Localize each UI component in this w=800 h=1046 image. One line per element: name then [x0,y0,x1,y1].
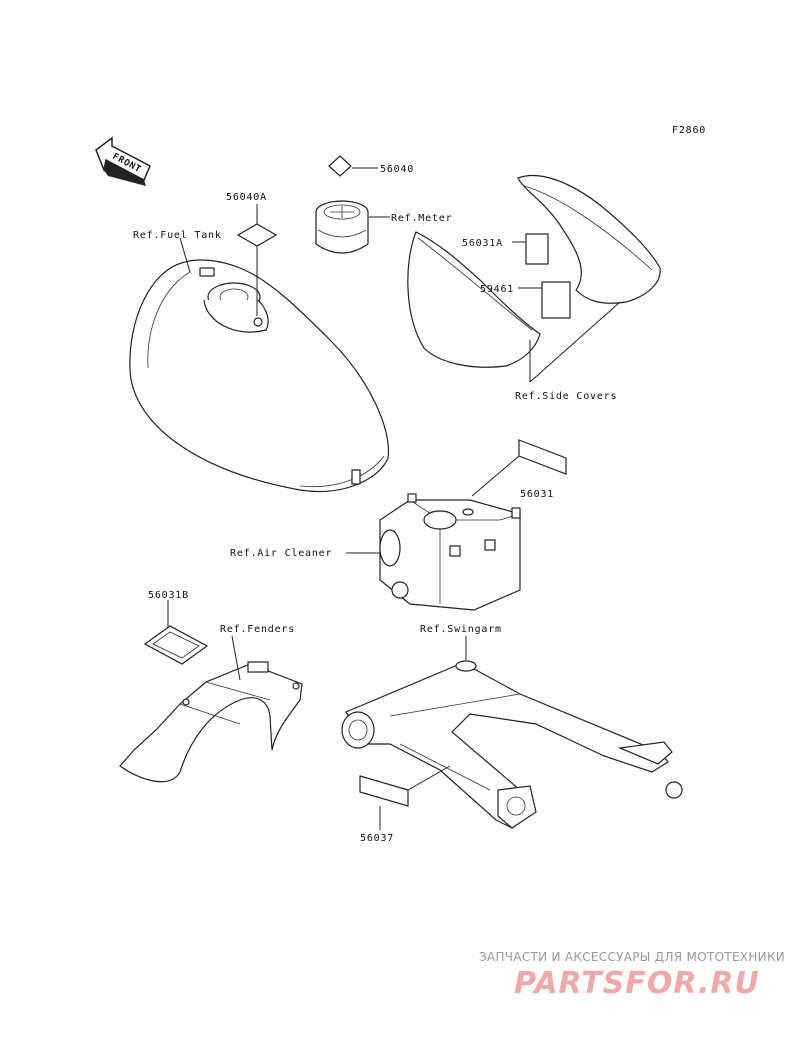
callout-56037: 56037 [360,833,394,844]
figure-code: F2860 [672,125,706,136]
callout-56031A: 56031A [462,238,503,249]
callout-ref-side-covers: Ref.Side Covers [515,391,617,402]
callout-ref-fuel-tank: Ref.Fuel Tank [133,230,222,241]
callout-ref-fenders: Ref.Fenders [220,624,295,635]
watermark-tagline: ЗАПЧАСТИ И АКСЕССУАРЫ ДЛЯ МОТОТЕХНИКИ [478,950,786,964]
callout-ref-swingarm: Ref.Swingarm [420,624,502,635]
decal-56040A-shape [236,223,278,247]
decal-56031B-shape [143,625,209,665]
air-cleaner-part [346,439,567,611]
decal-59461-shape [541,281,571,319]
watermark-logo: PARTSFOR.RU [514,966,760,1001]
fuel-tank-part [129,204,390,492]
callout-56040: 56040 [380,164,414,175]
front-arrow-icon: FRONT [95,136,151,186]
side-covers-part [407,174,661,383]
decal-56031A-shape [525,233,549,265]
callout-56031B: 56031B [148,590,189,601]
meter-part [315,155,390,254]
callout-56031: 56031 [520,489,554,500]
callout-ref-air-cleaner: Ref.Air Cleaner [230,548,332,559]
decal-56040-shape [328,155,352,177]
callout-59461: 59461 [480,284,514,295]
fender-part [119,600,303,783]
decal-56031-shape [518,439,567,475]
callout-ref-meter: Ref.Meter [391,213,452,224]
callout-56040A: 56040A [226,192,267,203]
swingarm-part [341,636,683,830]
decal-56037-shape [359,775,409,807]
